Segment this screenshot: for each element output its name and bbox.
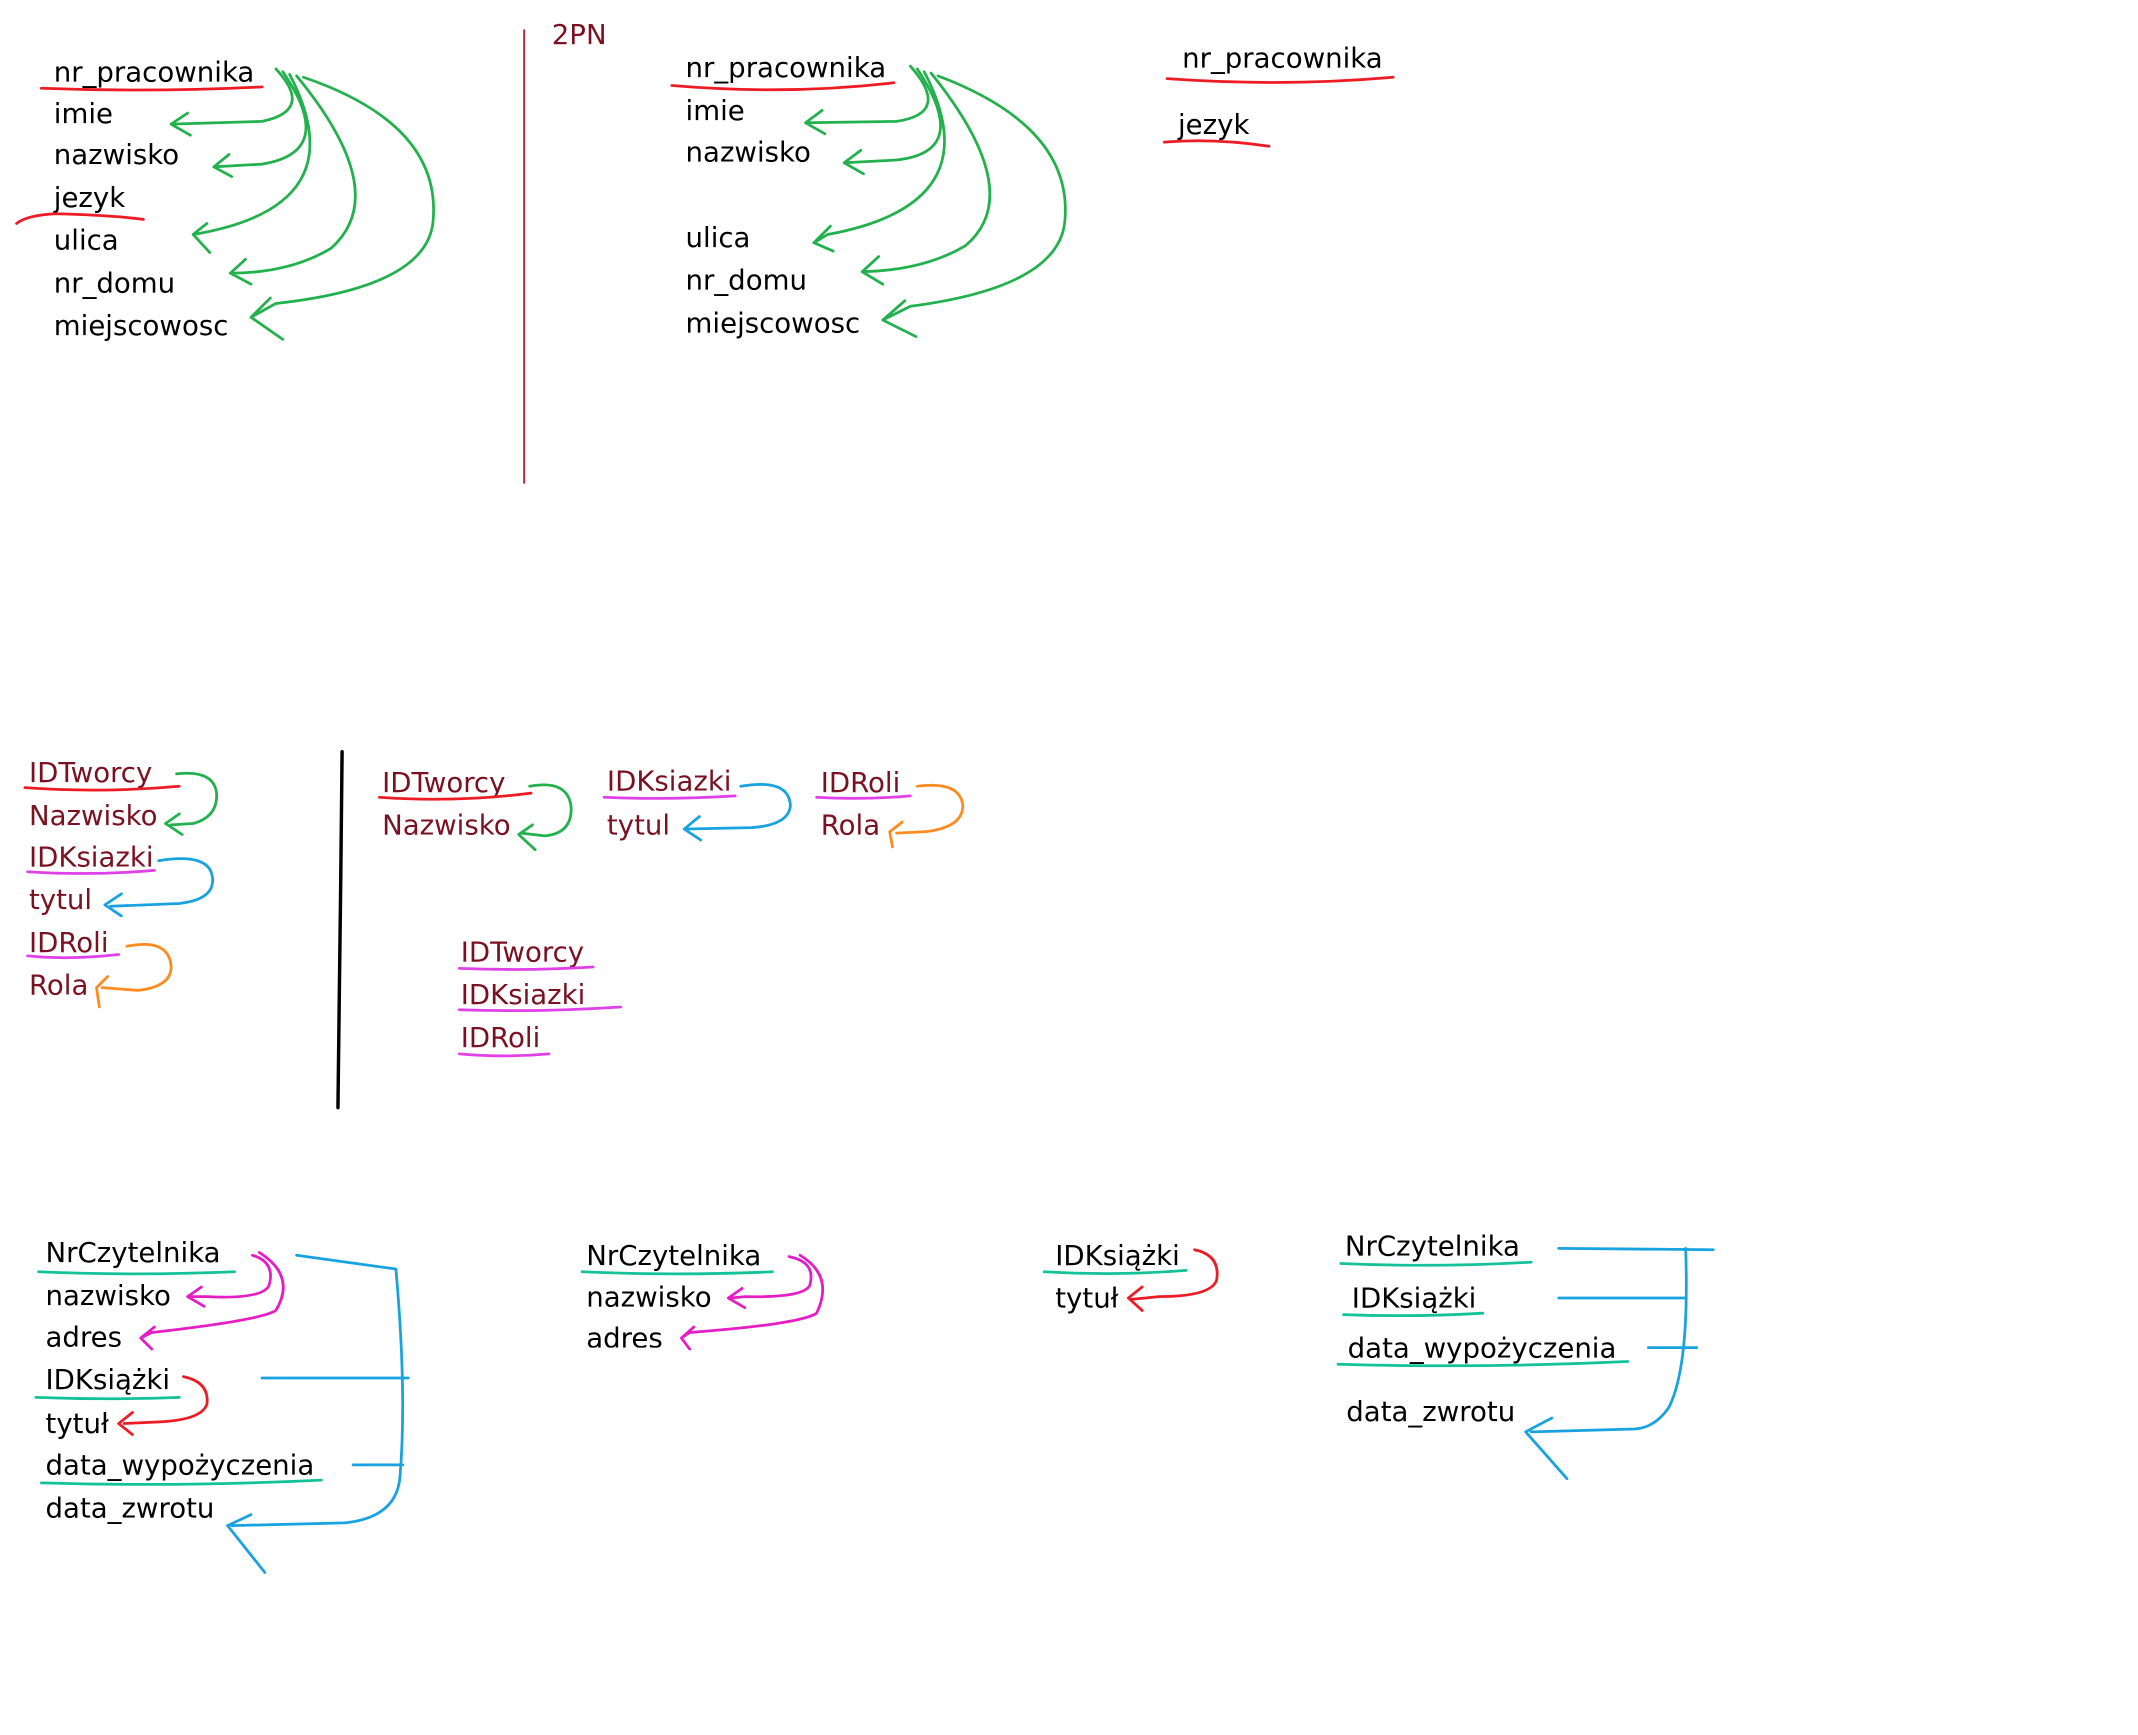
d3-wyp-field-idksiazki: IDKsiążki: [1351, 1281, 1477, 1315]
arrow-mid-to-imie: [804, 64, 930, 136]
d2-role-field-idroli: IDRoli: [820, 765, 901, 799]
underline-d2s-idroli: [815, 794, 912, 800]
d3-czytelnik-field-nrczytelnika: NrCzytelnika: [586, 1238, 762, 1272]
arrow-d2-ksiazki: [103, 857, 214, 918]
heading-2pn: 2PN: [551, 17, 607, 52]
arrow-to-ulica: [191, 73, 312, 254]
underline-mid-nr-pracownika: [670, 81, 896, 92]
arrow-d3-czytelnik-nazwisko: [186, 1253, 272, 1308]
underline-right-jezyk: [1162, 139, 1271, 148]
underline-d3w-idksiazki: [1342, 1311, 1485, 1318]
d3-wyp-field-nrczytelnika: NrCzytelnika: [1344, 1229, 1520, 1263]
arrow-mid-to-nazwisko: [842, 67, 942, 176]
d1-left-field-miejscowosc: miejscowosc: [53, 308, 229, 343]
d2-junction-field-idtworcy: IDTworcy: [460, 935, 585, 969]
underline-d3w-nrczytelnika: [1339, 1260, 1533, 1267]
underline-d2-idroli: [26, 953, 121, 960]
d2-left-field-nazwisko: Nazwisko: [28, 798, 158, 832]
d2-left-field-rola: Rola: [28, 968, 89, 1002]
arrow-to-miejscowosc: [249, 75, 435, 341]
arrow-to-nr-domu: [228, 74, 357, 286]
arrow-d2s-ksiazki: [682, 782, 792, 842]
d2-tworcy-field-idtworcy: IDTworcy: [382, 765, 506, 799]
d2-left-field-tytul: tytul: [28, 882, 93, 916]
underline-d2j-idksiazki: [457, 1005, 623, 1013]
d1-mid-field-miejscowosc: miejscowosc: [685, 306, 861, 340]
arrow-d3-ksiazka: [117, 1375, 209, 1436]
arrow-to-nazwisko: [212, 70, 308, 178]
arrow-d2-role: [95, 942, 173, 1009]
d1-left-field-imie: imie: [53, 96, 113, 130]
fd-arrows-d1-mid: [804, 64, 1067, 338]
underline-d2j-idroli: [457, 1052, 551, 1058]
d3-left-field-idksiazki: IDKsiążki: [45, 1362, 171, 1396]
d2-junction-field-idroli: IDRoli: [460, 1020, 541, 1054]
underline-d3w-data-wyp: [1336, 1360, 1630, 1368]
d2-junction-field-idksiazki: IDKsiazki: [460, 977, 586, 1012]
d1-left-field-nr-domu: nr_domu: [53, 266, 176, 300]
d3-wyp-field-data-wypozyczenia: data_wypożyczenia: [1347, 1331, 1617, 1365]
d2-role-field-rola: Rola: [820, 808, 881, 842]
d2-ksiazki-field-tytul: tytul: [606, 808, 671, 842]
d3-left-field-tytul: tytuł: [45, 1406, 109, 1441]
arrow-d3-czytelnik-adres: [139, 1251, 285, 1351]
bracket-d3-wypozyczenie: [226, 1253, 410, 1574]
d3-czytelnik-field-adres-clip: adres: [586, 1321, 696, 1347]
d2-ksiazki-field-idksiazki: IDKsiazki: [606, 764, 732, 798]
d3-wyp-field-data-zwrotu: data_zwrotu: [1346, 1394, 1516, 1428]
d3-left-field-nazwisko: nazwisko: [45, 1278, 171, 1312]
arrow-d3c-adres: [680, 1253, 825, 1351]
underline-d2-idtworcy: [23, 784, 181, 792]
d1-left-field-ulica: ulica: [53, 223, 119, 257]
d3-left-field-data-wypozyczenia: data_wypożyczenia: [45, 1448, 315, 1482]
d1-left-field-nazwisko: nazwisko: [53, 137, 180, 172]
arrow-d2-tworcy: [164, 771, 218, 836]
arrow-mid-to-nr-domu: [860, 71, 992, 286]
divider-black-vertical: [336, 750, 344, 1110]
underline-d3-idksiazki: [34, 1395, 181, 1401]
d3-left-field-nrczytelnika: NrCzytelnika: [45, 1235, 221, 1270]
d1-mid-field-imie: imie: [685, 93, 745, 127]
underline-d3c-nrczytelnika: [580, 1270, 774, 1276]
underline-d2-idksiazki: [26, 869, 156, 875]
arrow-mid-to-ulica: [812, 70, 946, 253]
d1-mid-field-nr-domu: nr_domu: [685, 263, 807, 297]
underline-jezyk: [15, 212, 145, 225]
underline-d3k-idksiazki: [1042, 1269, 1188, 1275]
underline-right-nr-pracownika: [1165, 75, 1395, 84]
d3-ksiazka-field-tytul: tytuł: [1055, 1281, 1119, 1315]
d3-left-field-data-zwrotu: data_zwrotu: [45, 1491, 215, 1525]
d3-left-field-adres: adres: [45, 1320, 123, 1354]
underline-d2j-idtworcy: [457, 965, 595, 971]
d1-right-field-nr-pracownika: nr_pracownika: [1182, 41, 1383, 75]
arrow-d2s-tworcy: [517, 783, 573, 852]
d2-left-field-idksiazki: IDKsiazki: [28, 840, 154, 874]
arrow-to-imie: [169, 67, 294, 137]
fd-arrows-d1-left: [169, 67, 435, 341]
d1-mid-field-nazwisko: nazwisko: [685, 135, 811, 169]
underline-d3-nrczytelnika: [37, 1270, 236, 1276]
underline-nr-pracownika: [40, 85, 264, 92]
arrow-d2s-role: [888, 783, 965, 849]
d1-mid-field-nr-pracownika: nr_pracownika: [685, 51, 887, 85]
d1-left-field-nr-pracownika: nr_pracownika: [53, 55, 255, 89]
d1-left-field-jezyk: jezyk: [53, 180, 126, 214]
d3-czytelnik-field-nazwisko: nazwisko: [586, 1280, 712, 1314]
d1-mid-field-ulica: ulica: [685, 220, 751, 254]
arrow-d3k-tytul: [1126, 1248, 1219, 1312]
arrow-mid-to-miejscowosc: [881, 74, 1067, 338]
underline-d2s-idksiazki: [602, 794, 737, 800]
d3-ksiazka-field-idksiazki: IDKsiążki: [1055, 1238, 1180, 1272]
d2-tworcy-field-nazwisko: Nazwisko: [382, 808, 511, 842]
underline-d3-data-wyp: [40, 1478, 323, 1486]
underline-d2s-idtworcy: [377, 791, 533, 801]
d2-left-field-idroli: IDRoli: [28, 925, 109, 959]
bracket-d3w: [1524, 1246, 1715, 1481]
arrow-d3c-nazwisko: [726, 1255, 813, 1310]
d1-right-field-jezyk: jezyk: [1178, 107, 1250, 141]
d2-left-field-idtworcy: IDTworcy: [28, 755, 153, 790]
d3-czytelnik-field-adres: adres: [586, 1321, 663, 1348]
